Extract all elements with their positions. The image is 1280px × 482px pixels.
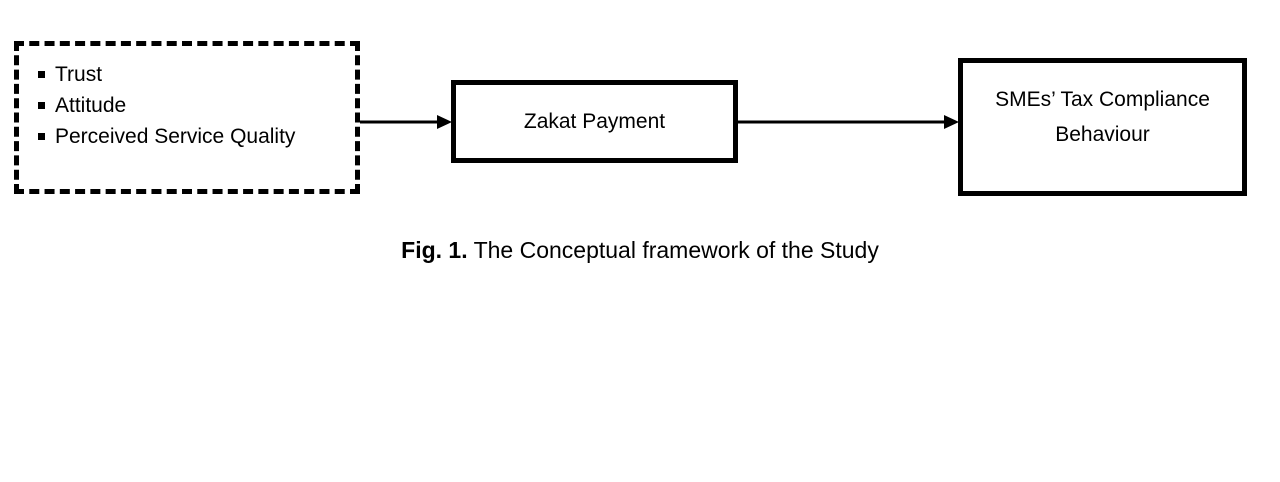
factor-label: Perceived Service Quality <box>55 125 296 148</box>
conceptual-framework-diagram: Trust Attitude Perceived Service Quality… <box>0 0 1280 230</box>
square-bullet-icon <box>38 71 45 78</box>
arrow-factors-to-zakat <box>360 115 452 129</box>
factor-label: Attitude <box>55 94 127 117</box>
tax-compliance-box: SMEs’ Tax Compliance Behaviour <box>958 58 1247 196</box>
figure-number: Fig. 1. <box>401 237 468 263</box>
figure-caption: Fig. 1. The Conceptual framework of the … <box>0 232 1280 268</box>
zakat-payment-box: Zakat Payment <box>451 80 738 163</box>
connection-arrows <box>360 115 959 129</box>
zakat-payment-label: Zakat Payment <box>523 110 666 133</box>
factor-item-trust: Trust <box>38 59 295 90</box>
factor-item-attitude: Attitude <box>38 90 295 121</box>
factors-list: Trust Attitude Perceived Service Quality <box>38 59 295 152</box>
factors-group-box <box>14 41 360 194</box>
arrow-head-icon <box>437 115 452 129</box>
figure-caption-text: The Conceptual framework of the Study <box>467 237 879 263</box>
factor-label: Trust <box>55 63 103 86</box>
square-bullet-icon <box>38 133 45 140</box>
factor-item-perceived-service-quality: Perceived Service Quality <box>38 121 295 152</box>
arrow-zakat-to-compliance <box>738 115 959 129</box>
square-bullet-icon <box>38 102 45 109</box>
tax-compliance-label: SMEs’ Tax Compliance Behaviour <box>995 88 1210 146</box>
arrow-head-icon <box>944 115 959 129</box>
